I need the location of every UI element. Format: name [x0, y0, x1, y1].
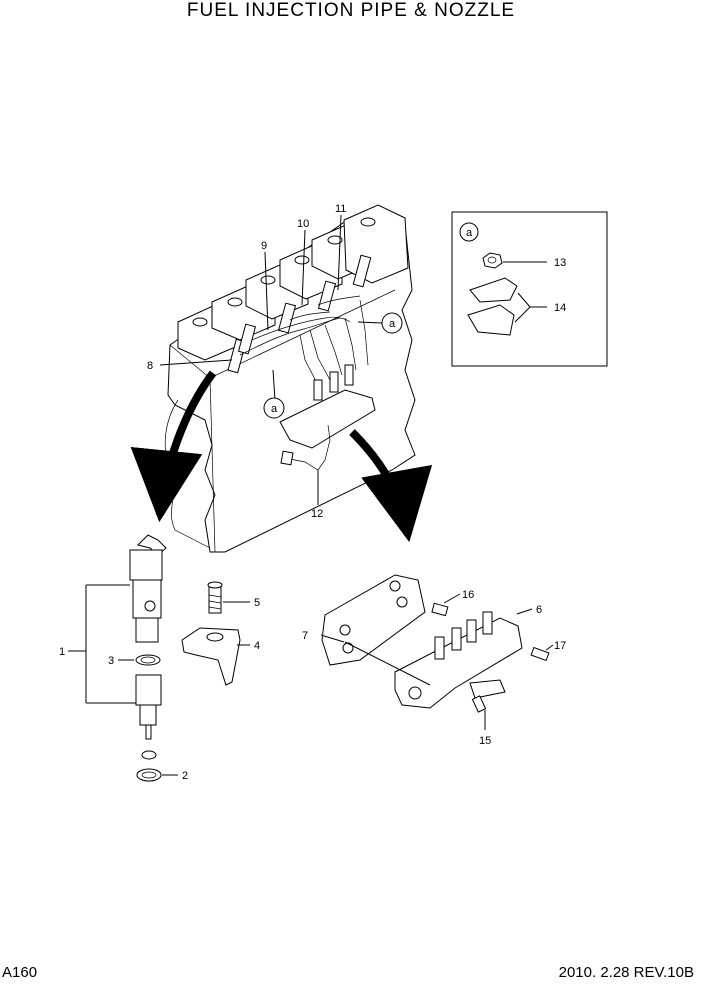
pipe-12 [284, 424, 331, 471]
page-code: A160 [2, 964, 38, 981]
clamp-upper-14 [469, 277, 518, 303]
callout-16: 16 [462, 589, 474, 601]
callout-6: 6 [536, 604, 542, 616]
callout-2: 2 [182, 770, 188, 782]
injection-pipes [239, 295, 369, 386]
fitting-17 [530, 646, 550, 662]
callout-5: 5 [254, 597, 260, 609]
detail-a-label: a [466, 227, 473, 239]
holder-and-bolt [181, 581, 241, 686]
svg-text:a: a [271, 403, 278, 415]
gallery-bracket-7 [321, 574, 426, 666]
revision-date: 2010. 2.28 REV.10B [558, 964, 694, 981]
callout-7: 7 [302, 630, 308, 642]
callout-1: 1 [59, 646, 65, 658]
callout-13: 13 [554, 257, 566, 269]
callout-3: 3 [108, 655, 114, 667]
svg-text:a: a [389, 318, 396, 330]
clamp-lower-14 [467, 304, 515, 336]
callout-1-bracket [68, 584, 136, 704]
arrow-to-nozzle [130, 370, 217, 523]
callout-15: 15 [479, 735, 491, 747]
callout-9: 9 [261, 240, 267, 252]
bolt-15 [471, 695, 487, 713]
bolt-16 [431, 602, 449, 617]
detail-a-marker-lower [263, 397, 285, 419]
clamp-nut-13 [482, 252, 503, 269]
arrow-to-gallery [349, 429, 433, 543]
callout-4: 4 [254, 640, 260, 652]
callout-12: 12 [311, 508, 323, 520]
engine-block [164, 204, 416, 553]
nozzle-assembly [129, 534, 167, 782]
callout-14: 14 [554, 302, 566, 314]
fuel-gallery-6 [394, 611, 523, 709]
detail-a-marker-upper [381, 312, 403, 334]
callout-11: 11 [335, 203, 346, 215]
page-title: FUEL INJECTION PIPE & NOZZLE [186, 0, 516, 21]
detail-a-box: a [451, 211, 608, 367]
callout-17: 17 [554, 640, 566, 652]
callout-8: 8 [147, 360, 153, 372]
engine-injectors [227, 254, 372, 374]
callout-10: 10 [297, 218, 309, 230]
